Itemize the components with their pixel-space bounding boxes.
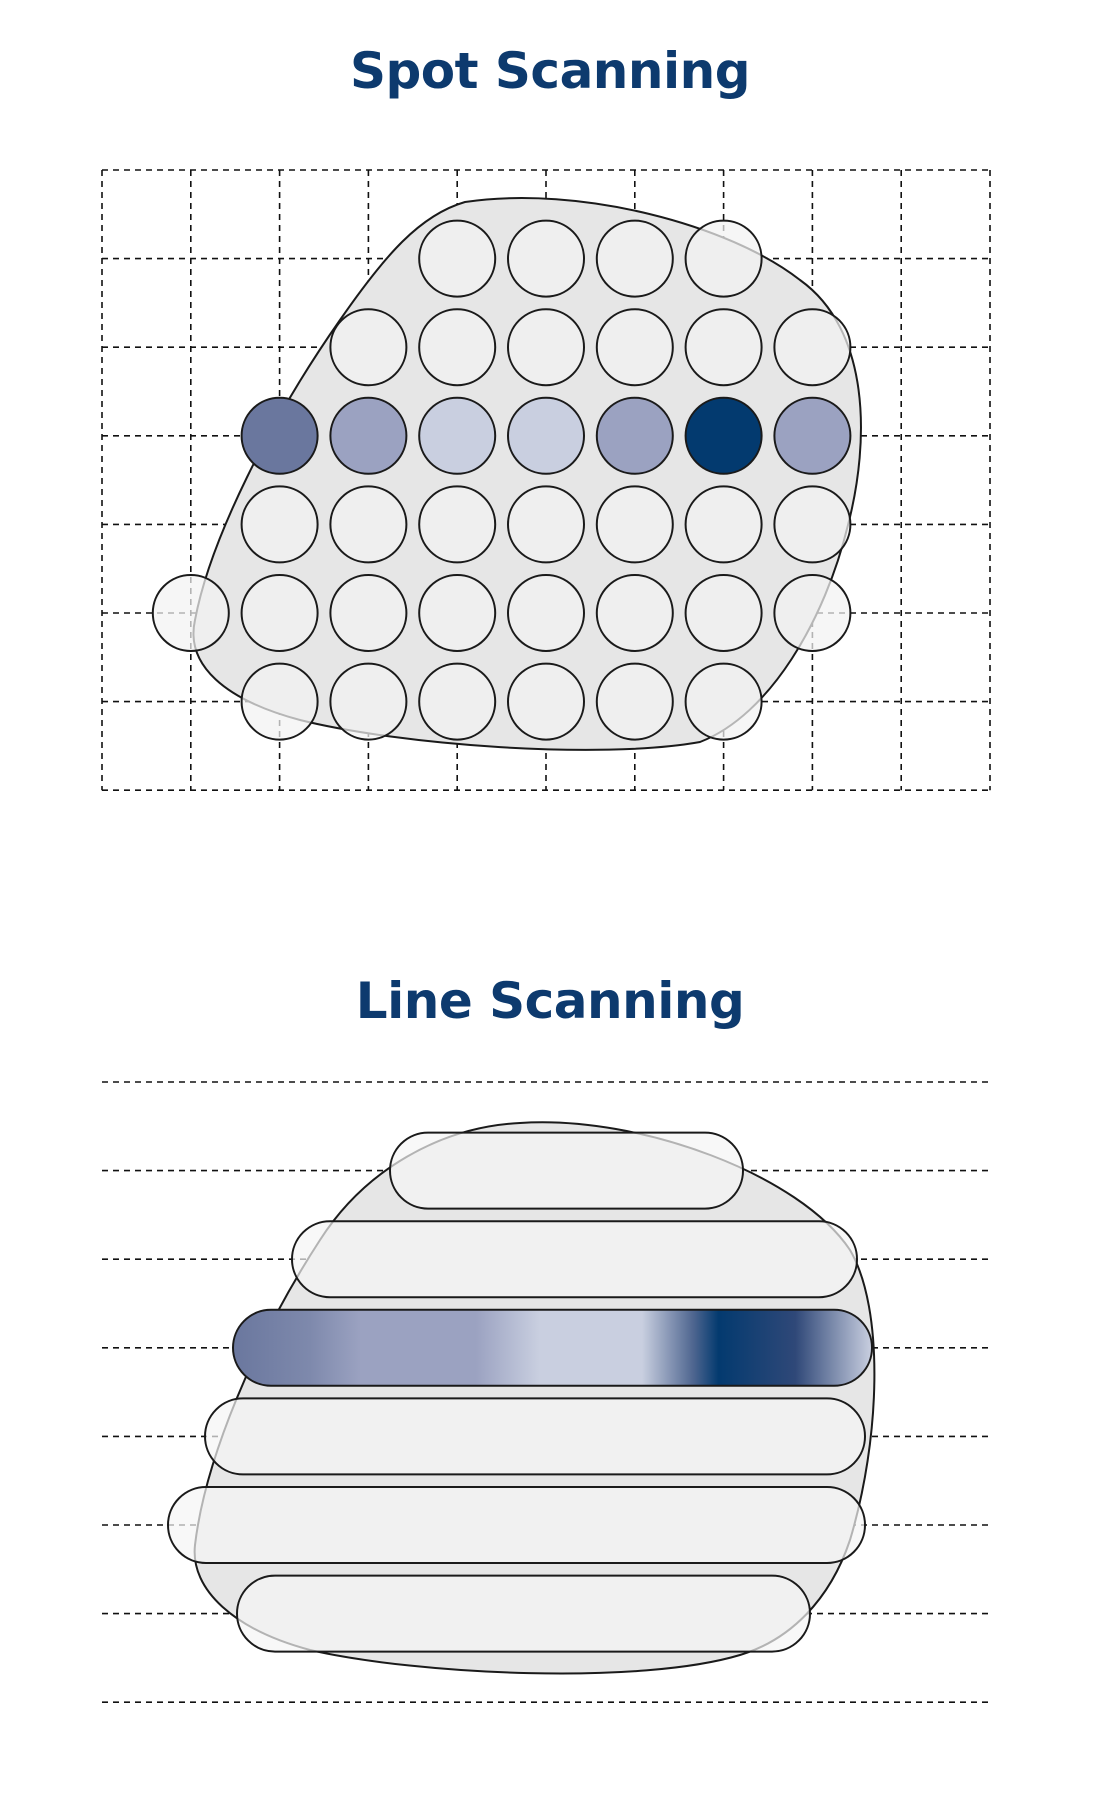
spot [507,485,585,564]
spot-highlighted [595,396,674,475]
spot-highlighted [684,396,763,475]
spot [684,219,763,298]
spot-highlighted [240,396,319,475]
spot [773,308,852,387]
line-scanning-title: Line Scanning [355,972,745,1030]
spot [773,574,852,652]
spot-highlighted [507,396,585,475]
spot [595,574,674,652]
spot [418,662,497,741]
spot [595,219,674,298]
spot [773,485,852,564]
scan-line-pill [204,1397,866,1476]
spot [329,308,408,387]
spot-scanning-title: Spot Scanning [349,42,751,100]
spot [507,219,585,298]
spot [684,485,763,564]
spot [507,662,585,741]
spot [684,308,763,387]
spot [240,662,319,741]
spot-highlighted [329,396,408,475]
spot [507,574,585,652]
spot [684,574,763,652]
spot-circles [151,219,852,741]
scan-line-pill [236,1574,811,1653]
spot [595,308,674,387]
scan-line-pills [167,1131,873,1653]
spot [595,662,674,741]
spot-highlighted [418,396,497,475]
spot [595,485,674,564]
spot [507,308,585,387]
spot [418,574,497,652]
spot [329,662,408,741]
line-scanning-diagram [102,1081,990,1703]
spot [418,308,497,387]
scan-line-highlighted [232,1308,873,1387]
scan-line-pill [291,1220,858,1299]
spot [329,485,408,564]
spot-scanning-diagram [101,169,991,792]
spot [240,574,319,652]
spot [684,662,763,741]
spot [418,219,497,298]
spot [418,485,497,564]
spot [151,574,230,652]
spot [240,485,319,564]
spot [329,574,408,652]
scan-line-pill [167,1486,866,1564]
scan-line-pill [389,1131,744,1210]
spot-highlighted [773,396,852,475]
